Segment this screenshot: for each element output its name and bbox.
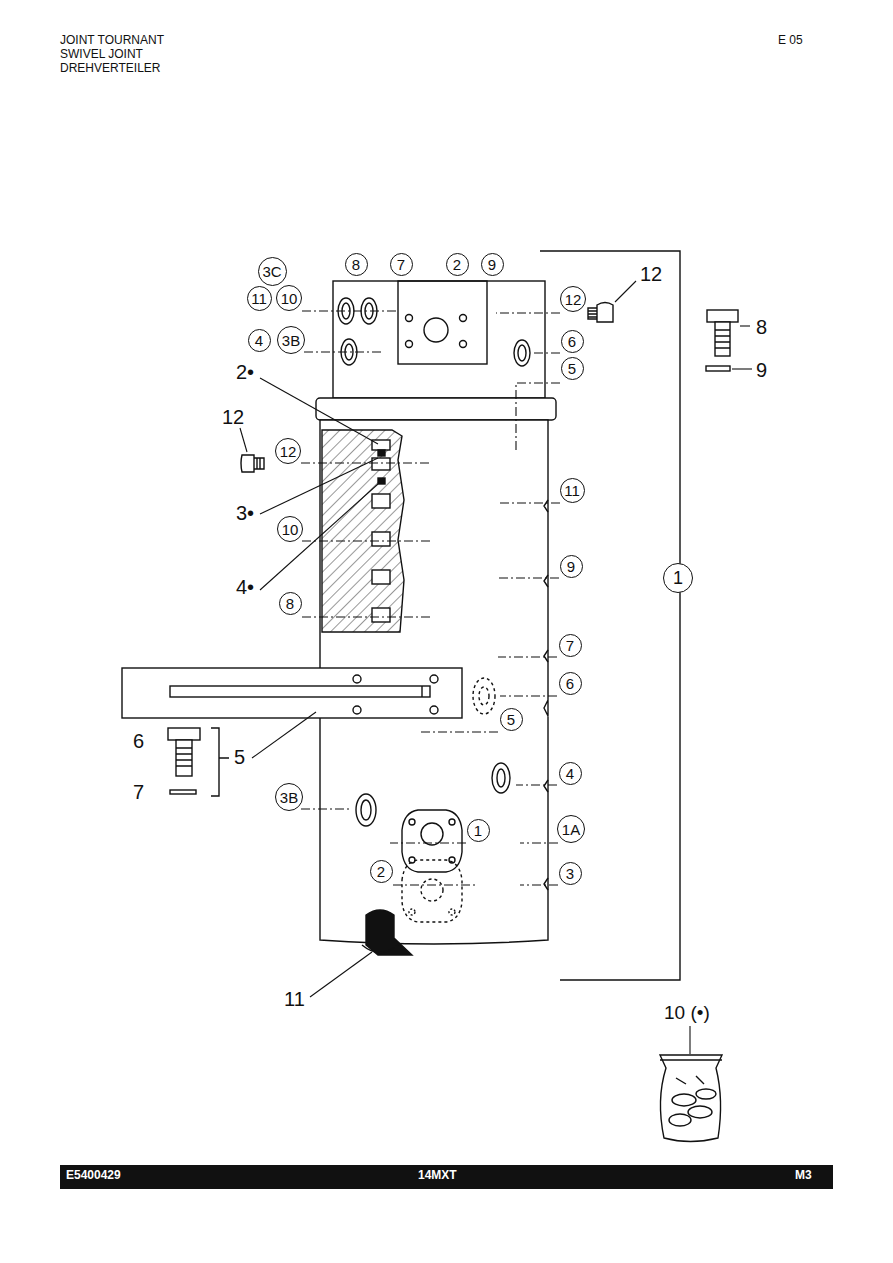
callout-number: 2 bbox=[377, 864, 385, 879]
callout-circle: 8 bbox=[345, 253, 368, 276]
callout-number: 2 bbox=[453, 257, 461, 272]
callout-circle: 10 bbox=[277, 516, 303, 542]
callout-number: 1 bbox=[673, 569, 683, 587]
part-number: 6 bbox=[133, 730, 144, 752]
callout-circle: 3C bbox=[258, 257, 287, 286]
callout-number: 1 bbox=[474, 823, 482, 838]
callout-number: 4 bbox=[566, 766, 574, 781]
callout-circle: 4 bbox=[559, 762, 582, 785]
callout-circle: 6 bbox=[559, 672, 582, 695]
callout-circle: 7 bbox=[559, 634, 582, 657]
part-number: 10 (•) bbox=[664, 1003, 710, 1024]
callout-circle: 4 bbox=[248, 329, 271, 352]
callout-number: 7 bbox=[566, 638, 574, 653]
callout-number: 4 bbox=[255, 333, 263, 348]
part-number: 3• bbox=[236, 502, 254, 524]
callout-number: 9 bbox=[567, 559, 575, 574]
part-number: 5 bbox=[234, 746, 245, 768]
part-number: 8 bbox=[756, 316, 767, 338]
callout-circle: 5 bbox=[561, 357, 584, 380]
part-number: 12 bbox=[640, 263, 662, 285]
callout-circle: 11 bbox=[247, 286, 272, 311]
callout-circle: 5 bbox=[500, 708, 523, 731]
header-title: DREHVERTEILER bbox=[60, 62, 160, 75]
callout-number: 3B bbox=[280, 790, 298, 805]
callout-number: 3B bbox=[282, 333, 300, 348]
callout-circle: 8 bbox=[279, 592, 302, 615]
callout-circle: 3 bbox=[559, 862, 582, 885]
callout-circle: 1A bbox=[557, 815, 585, 843]
callout-circle: 1 bbox=[663, 563, 693, 593]
callout-number: 3 bbox=[566, 866, 574, 881]
callout-number: 11 bbox=[564, 483, 580, 498]
callout-circle: 12 bbox=[560, 286, 586, 312]
callout-number: 7 bbox=[397, 257, 405, 272]
callout-circle: 3B bbox=[277, 326, 305, 354]
callout-number: 10 bbox=[282, 522, 299, 537]
header-title: JOINT TOURNANT bbox=[60, 34, 164, 47]
page-number: E 05 bbox=[778, 34, 803, 47]
part-number: 9 bbox=[756, 359, 767, 381]
model-name: 14MXT bbox=[418, 1169, 457, 1182]
callout-number: 8 bbox=[286, 596, 294, 611]
callout-number: 11 bbox=[251, 291, 267, 306]
part-number: 7 bbox=[133, 781, 144, 803]
part-number: 2• bbox=[236, 361, 254, 383]
part-number: 12 bbox=[222, 406, 244, 428]
document-code: E5400429 bbox=[66, 1169, 121, 1182]
callout-circle: 1 bbox=[467, 819, 490, 842]
callout-circle: 11 bbox=[560, 478, 585, 503]
part-number: 11 bbox=[284, 988, 305, 1010]
callout-circle: 3B bbox=[275, 783, 303, 811]
callout-number: 10 bbox=[281, 291, 298, 306]
callout-circle: 9 bbox=[481, 253, 504, 276]
callout-number: 3C bbox=[262, 264, 281, 279]
callout-number: 6 bbox=[566, 676, 574, 691]
callout-number: 9 bbox=[488, 257, 496, 272]
callout-number: 5 bbox=[568, 361, 576, 376]
callout-number: 5 bbox=[507, 712, 515, 727]
callout-circle: 12 bbox=[275, 438, 301, 464]
callout-number: 12 bbox=[565, 292, 582, 307]
callout-circle: 2 bbox=[446, 253, 469, 276]
header-title: SWIVEL JOINT bbox=[60, 48, 143, 61]
callout-circle: 6 bbox=[561, 330, 584, 353]
callout-circle: 7 bbox=[390, 253, 413, 276]
callout-number: 6 bbox=[568, 334, 576, 349]
callout-number: 12 bbox=[280, 444, 297, 459]
part-number: 4• bbox=[236, 576, 254, 598]
callout-circle: 2 bbox=[370, 860, 393, 883]
callout-number: 1A bbox=[562, 822, 580, 837]
callout-circle: 9 bbox=[560, 555, 583, 578]
section-code: M3 bbox=[795, 1169, 812, 1182]
callout-circle: 10 bbox=[276, 285, 302, 311]
callout-number: 8 bbox=[352, 257, 360, 272]
